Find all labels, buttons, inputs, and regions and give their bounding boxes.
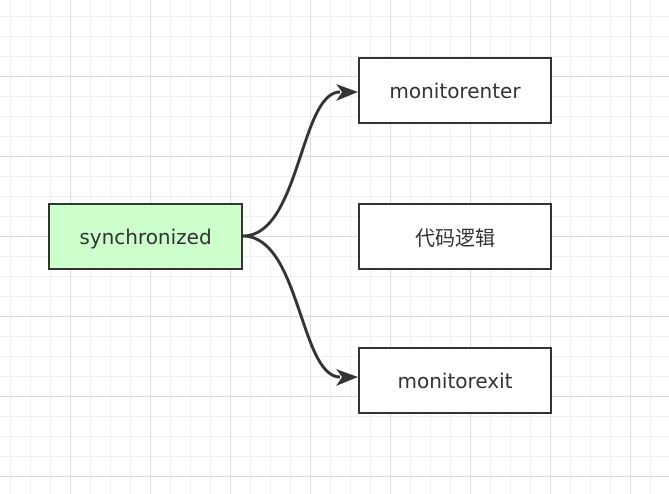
edge-synchronized-to-monitorenter (242, 90, 341, 238)
node-code-logic-label: 代码逻辑 (415, 226, 495, 250)
node-monitorenter[interactable]: monitorenter (358, 57, 552, 124)
node-monitorexit-label: monitorexit (397, 368, 513, 393)
edge-synchronized-to-monitorexit (242, 234, 341, 379)
arrowhead-monitorenter (336, 84, 358, 101)
node-monitorexit[interactable]: monitorexit (358, 347, 552, 414)
node-synchronized-label: synchronized (79, 224, 212, 249)
arrowhead-monitorexit (336, 369, 358, 386)
node-code-logic[interactable]: 代码逻辑 (358, 203, 552, 270)
node-monitorenter-label: monitorenter (389, 78, 521, 103)
node-synchronized[interactable]: synchronized (48, 203, 243, 270)
